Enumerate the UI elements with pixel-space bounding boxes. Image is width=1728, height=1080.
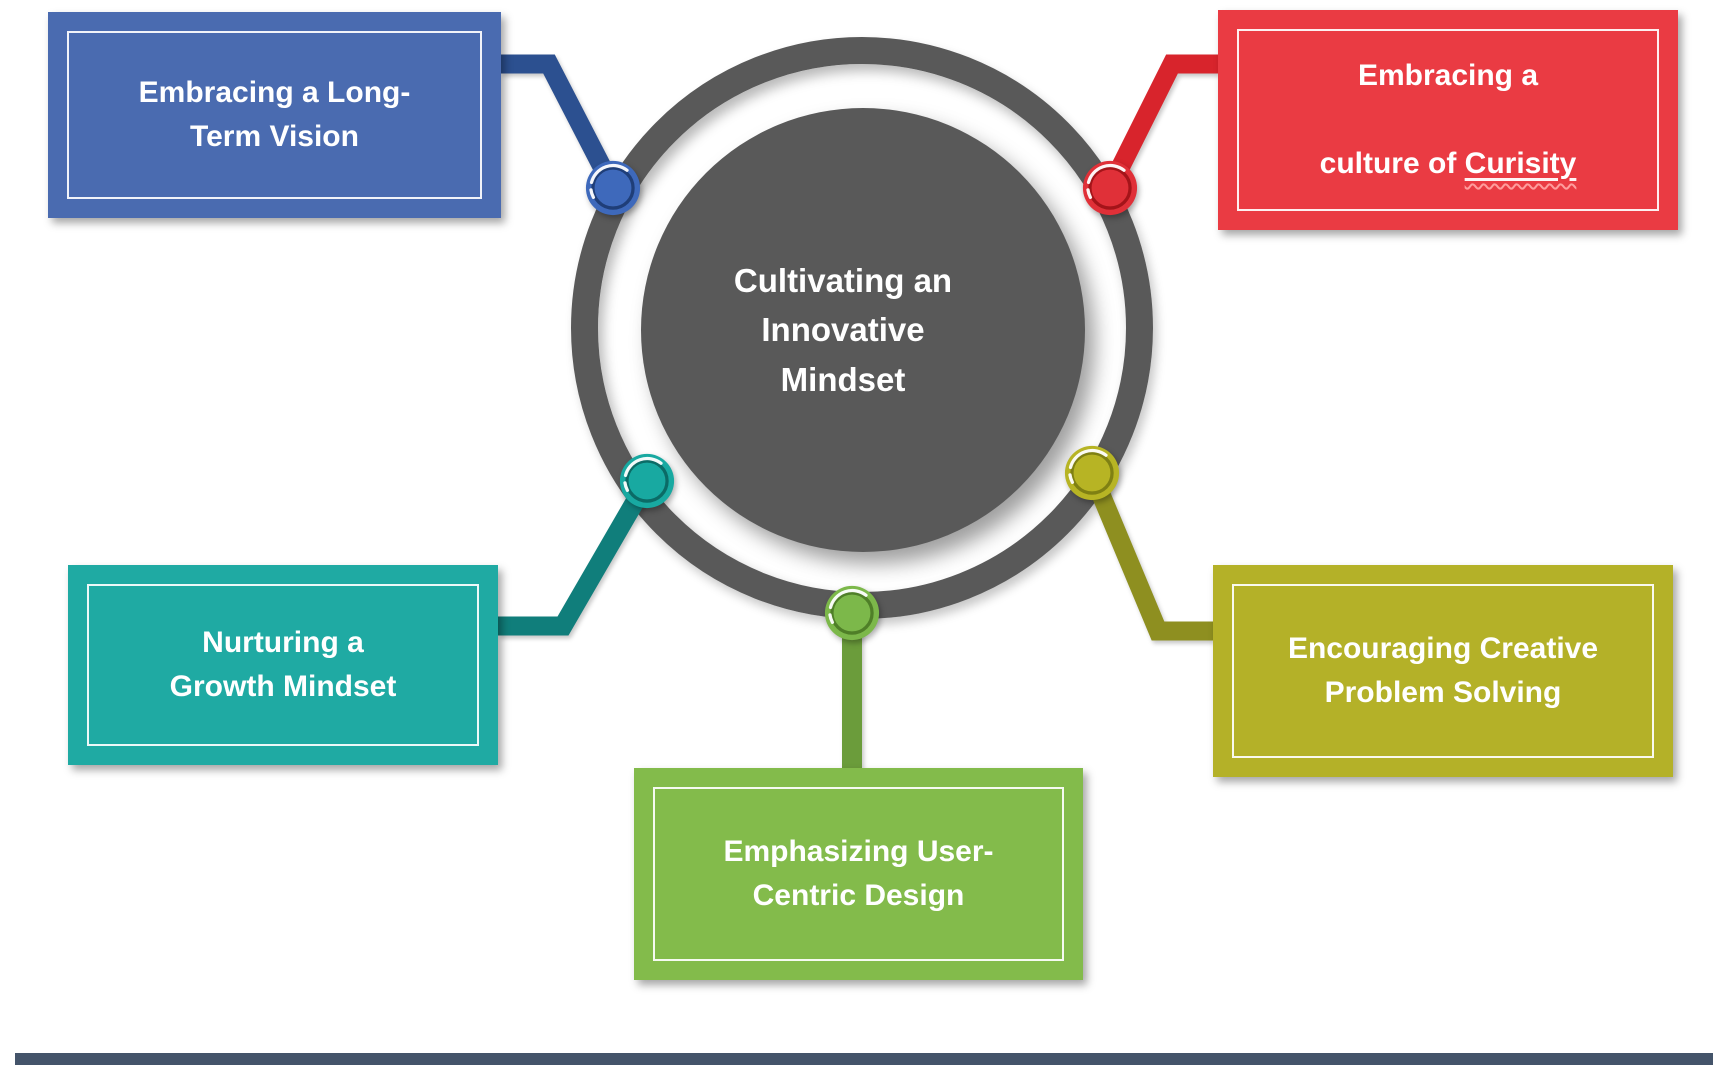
- center-label: Cultivating an Innovative Mindset: [733, 261, 953, 398]
- node-box-culture-of-curiosity: Embracing a culture of Curisity: [1218, 10, 1678, 230]
- connector-long-term-vision: [501, 54, 622, 193]
- node-box-growth-mindset: Nurturing a Growth Mindset: [68, 565, 498, 765]
- connector-growth-mindset: [498, 476, 656, 636]
- box-label-culture-of-curiosity: Embracing a culture of Curisity: [1320, 10, 1577, 230]
- misspelled-word: Curisity: [1464, 147, 1577, 181]
- footer-divider-bar: [15, 1053, 1713, 1065]
- box-label-growth-mindset: Nurturing a Growth Mindset: [169, 625, 397, 703]
- box-label-creative-problem-solving: Encouraging Creative Problem Solving: [1287, 631, 1599, 709]
- node-dot-creative-problem-solving: [1064, 445, 1120, 501]
- connector-culture-of-curiosity: [1101, 54, 1218, 193]
- center-circle: Cultivating an Innovative Mindset: [641, 108, 1085, 552]
- node-dot-culture-of-curiosity: [1082, 160, 1138, 216]
- box-inner-border: [67, 31, 482, 199]
- box-inner-border: [1232, 584, 1654, 758]
- box-label-long-term-vision: Embracing a Long- Term Vision: [138, 75, 411, 153]
- box-label-line1: Embracing a: [1357, 58, 1539, 92]
- box-label-line2-prefix: culture of: [1319, 147, 1465, 181]
- box-label-user-centric-design: Emphasizing User- Centric Design: [723, 834, 994, 912]
- node-box-creative-problem-solving: Encouraging Creative Problem Solving: [1213, 565, 1673, 777]
- box-label-line2: culture of Curisity: [1320, 142, 1577, 186]
- node-dot-long-term-vision: [585, 160, 641, 216]
- box-inner-border: [87, 584, 479, 746]
- node-box-long-term-vision: Embracing a Long- Term Vision: [48, 12, 501, 218]
- node-dot-growth-mindset: [619, 453, 675, 509]
- misspelled-word-underline: Curisity: [1465, 147, 1577, 180]
- connector-creative-problem-solving: [1083, 469, 1213, 641]
- node-dot-user-centric-design: [824, 585, 880, 641]
- box-inner-border: [1237, 29, 1659, 211]
- box-inner-border: [653, 787, 1064, 961]
- node-box-user-centric-design: Emphasizing User- Centric Design: [634, 768, 1083, 980]
